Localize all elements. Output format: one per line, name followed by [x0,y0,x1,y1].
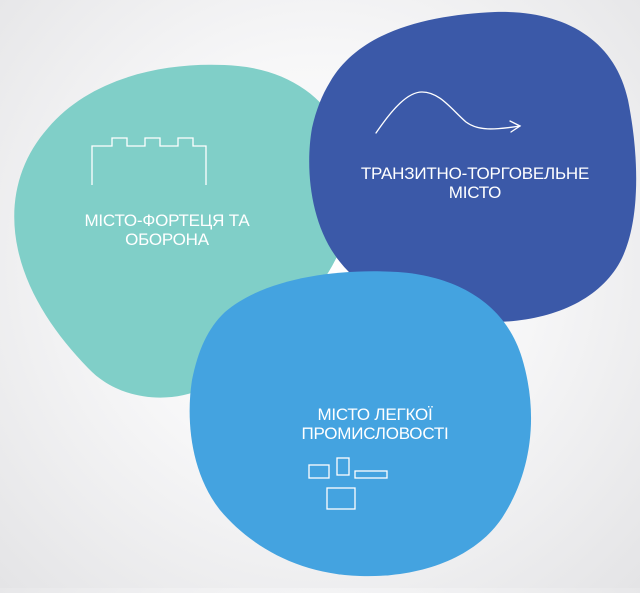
transit-label-line-2: МІСТО [448,183,502,202]
industry-blob [189,271,532,577]
fortress-wall-icon [91,137,207,185]
industry-label-line-1: МІСТО ЛЕГКОЇ [317,405,433,424]
transit-label-line-1: ТРАНЗИТНО-ТОРГОВЕЛЬНЕ [360,164,590,183]
transit-label: ТРАНЗИТНО-ТОРГОВЕЛЬНЕ МІСТО [330,164,620,202]
fortress-label-line-2: ОБОРОНА [125,230,209,249]
fortress-label-line-1: МІСТО-ФОРТЕЦЯ ТА [84,211,250,230]
industry-label-line-2: ПРОМИСЛОВОСТІ [301,424,449,443]
fortress-label: МІСТО-ФОРТЕЦЯ ТА ОБОРОНА [52,211,282,249]
transit-blob [309,11,637,322]
industry-label: МІСТО ЛЕГКОЇ ПРОМИСЛОВОСТІ [260,405,490,443]
blocks-icon [308,457,388,510]
curve-arrow-icon [375,91,522,134]
